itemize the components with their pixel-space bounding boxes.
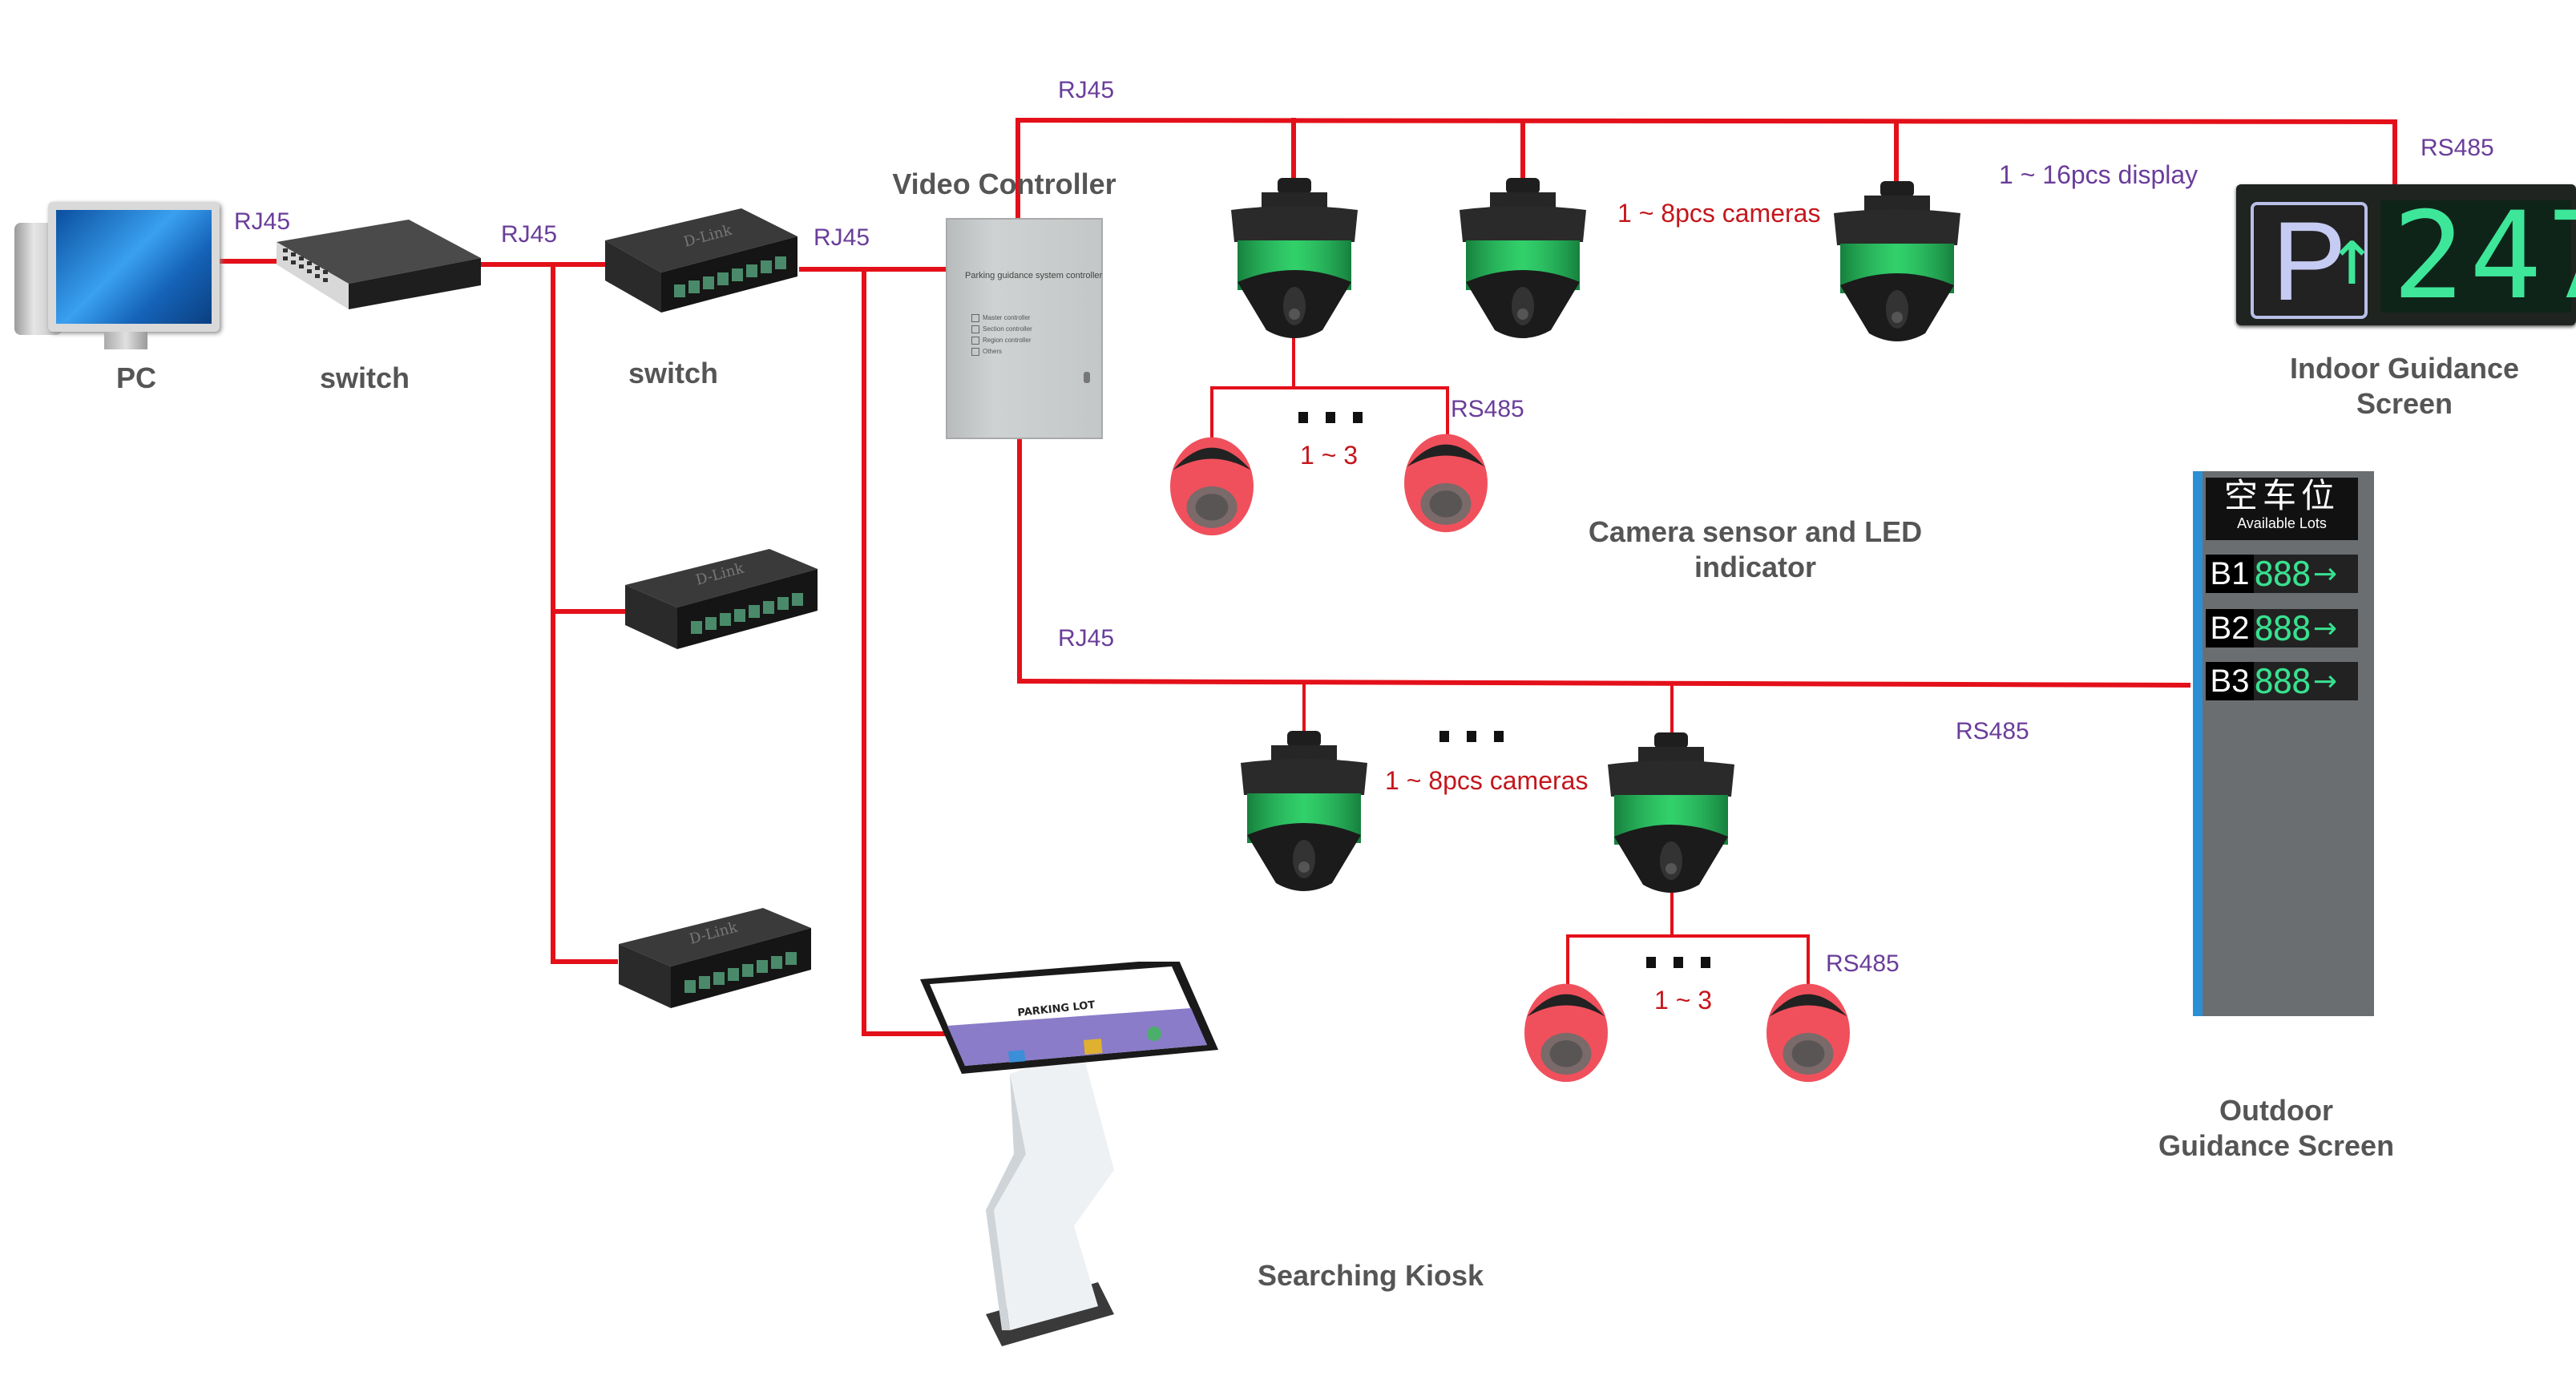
led-indicator-bottom-2[interactable] bbox=[1763, 979, 1853, 1083]
camera-sensor-top-3[interactable] bbox=[1829, 181, 1965, 341]
video-controller-label: Video Controller bbox=[892, 167, 1116, 200]
switch-dlink-label: switch bbox=[628, 357, 719, 389]
controller-item: Others bbox=[971, 348, 1002, 356]
arrow-right-icon: → bbox=[2312, 611, 2338, 645]
caption-line: indicator bbox=[1694, 551, 1816, 583]
label-rs485-bottom-indicators: RS485 bbox=[1826, 950, 1900, 977]
floor-label: B2 bbox=[2206, 609, 2254, 648]
label-line: Guidance Screen bbox=[2158, 1129, 2395, 1162]
floor-count: 888 bbox=[2254, 554, 2312, 594]
caption-line: Camera sensor and LED bbox=[1588, 515, 1923, 548]
ellipsis-bottom-cameras bbox=[1439, 731, 1504, 742]
indoor-screen-label: Indoor Guidance Screen bbox=[2244, 351, 2565, 422]
switch-main-label: switch bbox=[319, 361, 410, 394]
camera-sensor-caption: Camera sensor and LED indicator bbox=[1523, 514, 1988, 585]
label-rs485-outdoor: RS485 bbox=[1956, 718, 2029, 744]
wire-top-bus bbox=[1015, 117, 2397, 188]
label-top-indicator-count: 1 ~ 3 bbox=[1300, 441, 1359, 470]
controller-cabinet: Parking guidance system controller Maste… bbox=[946, 218, 1103, 439]
controller-item: Section controller bbox=[971, 325, 1032, 333]
arrow-up-icon: ↑ bbox=[2328, 209, 2376, 303]
ellipsis-top-indicators bbox=[1298, 412, 1363, 423]
ellipsis-bottom-indicators bbox=[1646, 957, 1710, 968]
controller-item: Region controller bbox=[971, 337, 1031, 345]
indoor-guidance-screen[interactable]: P ↑ 247 bbox=[2236, 184, 2576, 325]
label-rj45-controller: RJ45 bbox=[814, 224, 870, 251]
wire-bot-ind-bus bbox=[1566, 934, 1810, 989]
led-indicator-bottom-1[interactable] bbox=[1521, 979, 1611, 1083]
kiosk-icon: PARKING LOT bbox=[920, 962, 1218, 1346]
parking-p-icon: P bbox=[2251, 202, 2368, 319]
floor-count: 888 bbox=[2254, 661, 2312, 701]
camera-sensor-bottom-1[interactable] bbox=[1236, 731, 1372, 891]
lock-icon bbox=[1084, 372, 1090, 383]
arrow-right-icon: → bbox=[2312, 557, 2338, 591]
switch-main-icon bbox=[277, 220, 481, 309]
label-bottom-indicator-count: 1 ~ 3 bbox=[1654, 986, 1713, 1015]
pc-stand bbox=[104, 332, 147, 349]
led-indicator-top-1[interactable] bbox=[1167, 433, 1257, 537]
outdoor-row: B2 888 → bbox=[2206, 609, 2358, 648]
label-rs485-indoor: RS485 bbox=[2421, 135, 2494, 161]
outdoor-row: B3 888 → bbox=[2206, 661, 2358, 701]
outdoor-screen-label: Outdoor Guidance Screen bbox=[2116, 1093, 2437, 1164]
label-rj45-top-bus: RJ45 bbox=[1058, 77, 1115, 103]
label-bottom-camera-count: 1 ~ 8pcs cameras bbox=[1385, 766, 1589, 795]
switch-lower-2[interactable]: D-Link bbox=[611, 904, 819, 1032]
label-rj45-pc: RJ45 bbox=[234, 208, 291, 235]
pc-monitor bbox=[48, 202, 220, 332]
pc-label: PC bbox=[115, 361, 156, 394]
arrow-right-icon: → bbox=[2312, 664, 2338, 698]
label-top-camera-count: 1 ~ 8pcs cameras bbox=[1617, 199, 1821, 228]
switch-lower-1[interactable]: D-Link bbox=[617, 545, 826, 673]
outdoor-screen-edge bbox=[2193, 471, 2203, 1016]
outdoor-header: 空车位 Available Lots bbox=[2206, 478, 2358, 540]
wire-bottom-bus bbox=[1016, 678, 2191, 688]
controller-panel-title: Parking guidance system controller bbox=[965, 271, 1103, 280]
floor-count: 888 bbox=[2254, 608, 2312, 648]
kiosk-label: Searching Kiosk bbox=[1257, 1259, 1484, 1292]
camera-sensor-top-1[interactable] bbox=[1226, 178, 1363, 338]
outdoor-row: B1 888 → bbox=[2206, 554, 2358, 594]
led-indicator-top-2[interactable] bbox=[1401, 430, 1491, 534]
outdoor-guidance-screen[interactable]: 空车位 Available Lots B1 888 → B2 888 → B3 … bbox=[2193, 471, 2374, 1016]
floor-label: B3 bbox=[2206, 662, 2254, 700]
label-rj45-bottom-bus: RJ45 bbox=[1058, 625, 1115, 652]
floor-label: B1 bbox=[2206, 555, 2254, 593]
wire-top-ind-bus bbox=[1210, 386, 1449, 439]
indoor-led-panel: ↑ 247 bbox=[2328, 196, 2576, 317]
label-line: Screen bbox=[2356, 387, 2453, 420]
label-rj45-switch: RJ45 bbox=[501, 221, 558, 248]
switch-dlink-icon: D-Link bbox=[605, 208, 797, 313]
outdoor-header-en: Available Lots bbox=[2237, 515, 2327, 531]
camera-sensor-bottom-2[interactable] bbox=[1603, 732, 1739, 893]
label-line: Outdoor bbox=[2219, 1094, 2333, 1127]
indoor-count-value: 247 bbox=[2392, 187, 2576, 326]
label-rs485-top-indicators: RS485 bbox=[1451, 396, 1524, 422]
controller-item: Master controller bbox=[971, 314, 1031, 322]
label-display-count: 1 ~ 16pcs display bbox=[1999, 160, 2198, 189]
camera-sensor-top-2[interactable] bbox=[1455, 178, 1591, 338]
outdoor-header-cn: 空车位 bbox=[2223, 476, 2340, 515]
label-line: Indoor Guidance bbox=[2289, 352, 2519, 385]
